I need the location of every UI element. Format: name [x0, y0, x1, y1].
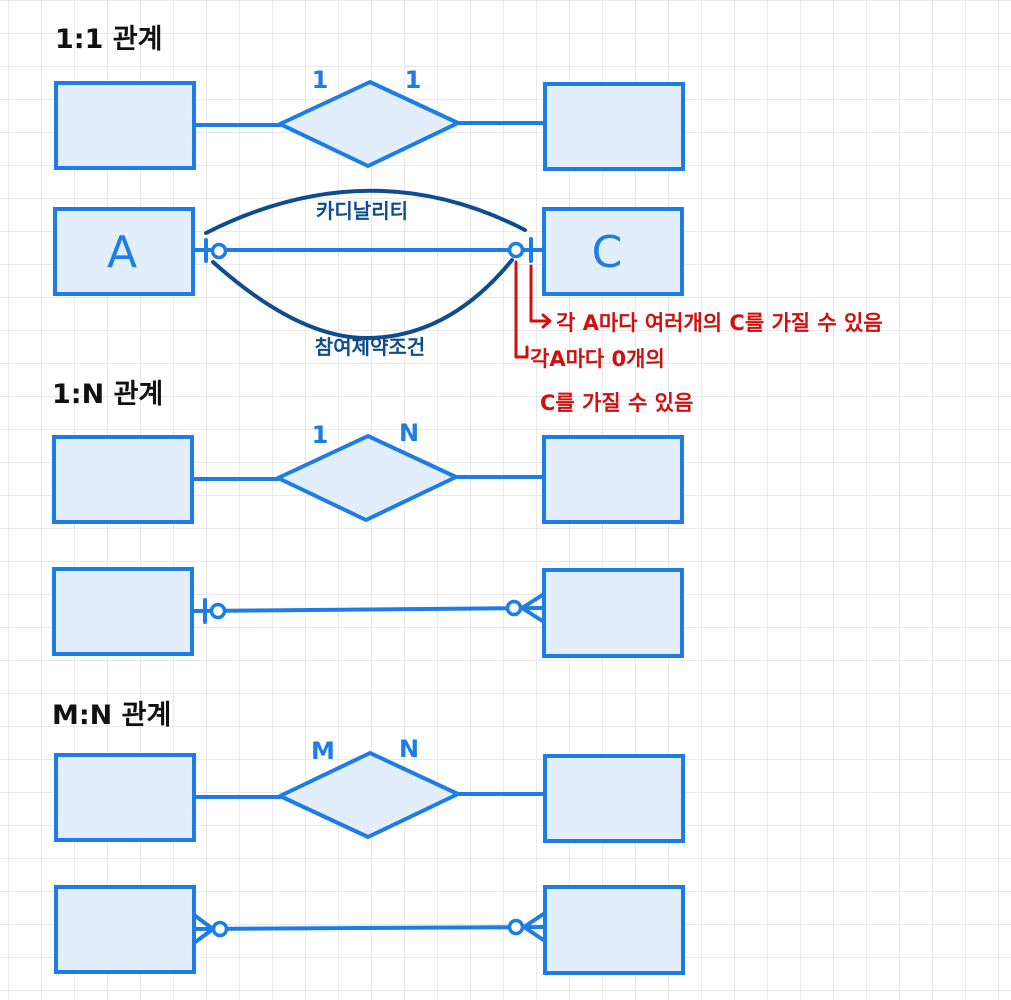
crows-foot-mark — [522, 911, 547, 929]
entity-box[interactable] — [543, 82, 685, 171]
crows-foot-mark — [520, 606, 546, 624]
entity-label-c: C — [592, 227, 623, 278]
zero-circle-mark — [507, 241, 525, 259]
relationship-diamond[interactable] — [276, 434, 458, 522]
entity-box[interactable] — [54, 885, 196, 974]
crows-foot-mark — [192, 913, 215, 931]
cardinality-label-right: N — [399, 735, 419, 763]
entity-box[interactable] — [52, 567, 194, 656]
cardinality-label-left: 1 — [312, 421, 329, 449]
zero-circle-mark — [210, 242, 228, 260]
entity-box[interactable] — [543, 754, 685, 843]
crows-foot-mark — [522, 925, 547, 943]
entity-box[interactable] — [543, 885, 685, 975]
entity-label-a: A — [107, 227, 137, 278]
entity-box[interactable] — [542, 435, 684, 524]
cardinality-annotation-arrowhead — [541, 313, 552, 329]
participation-annotation-bracket — [514, 260, 529, 359]
entity-box[interactable] — [54, 753, 196, 842]
section-title-MtoN: M:N 관계 — [52, 700, 171, 731]
cardinality-annotation-bracket — [529, 264, 550, 323]
section-title-1toN: 1:N 관계 — [52, 379, 163, 410]
crows-foot-mark — [520, 592, 546, 610]
crows-foot-mark — [192, 927, 215, 945]
cardinality-arc — [204, 188, 527, 235]
entity-box-c[interactable] — [542, 207, 684, 296]
entity-box[interactable] — [542, 568, 684, 658]
participation-annotation-line2: C를 가질 수 있음 — [540, 391, 693, 415]
zero-circle-mark — [507, 918, 525, 936]
zero-circle-mark — [209, 602, 227, 620]
cardinality-note: 카디날리티 — [316, 199, 408, 223]
cardinality-label-right: 1 — [405, 66, 422, 94]
connector-line — [192, 925, 547, 931]
entity-box-a[interactable] — [53, 207, 195, 296]
entity-box[interactable] — [52, 435, 194, 524]
relationship-diamond[interactable] — [278, 751, 460, 839]
cardinality-annotation: 각 A마다 여러개의 C를 가질 수 있음 — [556, 311, 883, 335]
cardinality-label-left: M — [311, 737, 335, 765]
zero-circle-mark — [505, 599, 523, 617]
zero-circle-mark — [211, 920, 229, 938]
participation-arc — [211, 258, 514, 341]
entity-box[interactable] — [54, 81, 196, 170]
participation-note: 참여제약조건 — [315, 335, 425, 359]
relationship-diamond[interactable] — [278, 80, 460, 168]
participation-annotation-line1: 각A마다 0개의 — [530, 347, 665, 371]
section-title-1to1: 1:1 관계 — [55, 24, 162, 55]
cardinality-label-left: 1 — [312, 66, 329, 94]
connector-line — [190, 606, 546, 613]
cardinality-label-right: N — [399, 419, 419, 447]
